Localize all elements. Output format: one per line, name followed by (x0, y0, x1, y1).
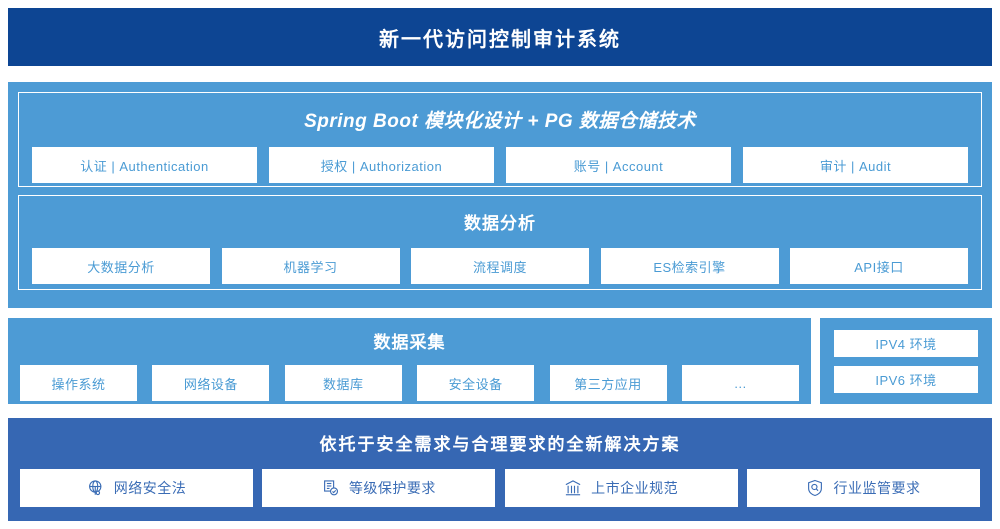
chip-more-ellipsis[interactable]: … (681, 365, 799, 401)
springboot-chip-row: 认证 | Authentication 授权 | Authorization 账… (32, 147, 968, 183)
chip-cybersecurity-law[interactable]: 网络安全法 (20, 469, 253, 507)
chip-label: 上市企业规范 (591, 480, 679, 496)
page-title: 新一代访问控制审计系统 (379, 28, 621, 51)
chip-ipv4-environment[interactable]: IPV4 环境 (834, 330, 978, 357)
document-check-icon (322, 479, 340, 497)
chip-security-device[interactable]: 安全设备 (417, 365, 535, 401)
compliance-title: 依托于安全需求与合理要求的全新解决方案 (319, 435, 681, 454)
bank-building-icon (564, 479, 582, 497)
chip-ipv6-environment[interactable]: IPV6 环境 (834, 366, 978, 393)
data-collection-section: 数据采集 操作系统 网络设备 数据库 安全设备 第三方应用 … (8, 318, 811, 404)
data-analysis-chip-row: 大数据分析 机器学习 流程调度 ES检索引擎 API接口 (32, 248, 968, 284)
chip-big-data-analysis[interactable]: 大数据分析 (32, 248, 210, 284)
data-collection-chip-row: 操作系统 网络设备 数据库 安全设备 第三方应用 … (20, 365, 799, 401)
chip-authorization[interactable]: 授权 | Authorization (269, 147, 494, 183)
shield-search-icon (806, 479, 824, 497)
globe-network-icon (87, 479, 105, 497)
chip-listed-company-standard[interactable]: 上市企业规范 (504, 469, 738, 507)
chip-third-party-app[interactable]: 第三方应用 (549, 365, 667, 401)
data-analysis-group: 数据分析 大数据分析 机器学习 流程调度 ES检索引擎 API接口 (18, 195, 982, 290)
ipv-environment-panel: IPV4 环境 IPV6 环境 (820, 318, 992, 404)
chip-es-search-engine[interactable]: ES检索引擎 (600, 248, 779, 284)
chip-api-interface[interactable]: API接口 (790, 248, 968, 284)
chip-label: 网络安全法 (113, 480, 187, 496)
chip-authentication[interactable]: 认证 | Authentication (32, 147, 257, 183)
chip-label: 行业监管要求 (833, 480, 921, 496)
springboot-group-title: Spring Boot 模块化设计 + PG 数据仓储技术 (304, 111, 696, 132)
chip-machine-learning[interactable]: 机器学习 (221, 248, 400, 284)
data-collection-title: 数据采集 (373, 333, 446, 352)
chip-operating-system[interactable]: 操作系统 (20, 365, 137, 401)
compliance-chip-row: 网络安全法 等级保护要求 (20, 469, 980, 507)
header-bar: 新一代访问控制审计系统 (8, 8, 992, 66)
springboot-group: Spring Boot 模块化设计 + PG 数据仓储技术 认证 | Authe… (18, 92, 982, 187)
data-analysis-group-title: 数据分析 (464, 214, 536, 233)
chip-audit[interactable]: 审计 | Audit (743, 147, 968, 183)
compliance-section: 依托于安全需求与合理要求的全新解决方案 网络安全法 (8, 418, 992, 521)
chip-industry-regulation[interactable]: 行业监管要求 (746, 469, 980, 507)
chip-network-device[interactable]: 网络设备 (152, 365, 270, 401)
chip-database[interactable]: 数据库 (284, 365, 402, 401)
platform-section: Spring Boot 模块化设计 + PG 数据仓储技术 认证 | Authe… (8, 82, 992, 308)
chip-account[interactable]: 账号 | Account (506, 147, 731, 183)
chip-label: 等级保护要求 (348, 480, 436, 496)
chip-classified-protection[interactable]: 等级保护要求 (262, 469, 496, 507)
chip-process-scheduling[interactable]: 流程调度 (411, 248, 589, 284)
